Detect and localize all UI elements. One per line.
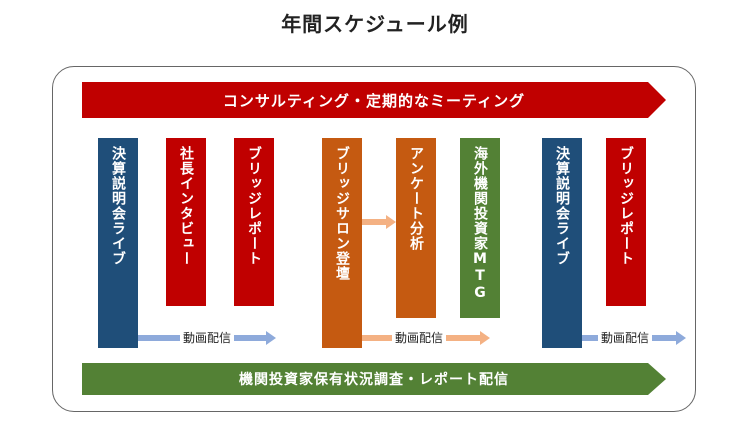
consulting-banner-label: コンサルティング・定期的なミーティング [222,91,526,110]
box-ceo-interview: 社長インタビュー [166,138,206,306]
salon-to-survey-arrow [362,215,396,229]
video-delivery-label-1: 動画配信 [180,331,235,345]
box-earnings-briefing-live-1: 決算説明会ライブ [98,138,138,348]
box-label: 社長インタビュー [178,146,194,266]
box-bridge-report-2: ブリッジレポート [606,138,646,306]
box-label: 決算説明会ライブ [110,146,126,266]
investor-survey-banner-label: 機関投資家保有状況調査・レポート配信 [239,372,509,388]
video-delivery-label-3: 動画配信 [598,331,653,345]
box-overseas-investor-mtg: 海外機関投資家MTG [460,138,500,318]
box-label: ブリッジサロン登壇 [334,146,350,281]
box-label: ブリッジレポート [246,146,262,266]
page-title: 年間スケジュール例 [281,12,469,36]
investor-survey-banner: 機関投資家保有状況調査・レポート配信 [82,363,666,395]
box-label: アンケート分析 [408,146,424,251]
box-survey-analysis: アンケート分析 [396,138,436,318]
box-label: 海外機関投資家MTG [472,146,488,302]
box-bridge-report-1: ブリッジレポート [234,138,274,306]
consulting-banner: コンサルティング・定期的なミーティング [82,82,666,118]
video-delivery-label-2: 動画配信 [392,331,447,345]
schedule-frame [52,66,696,412]
box-label: 決算説明会ライブ [554,146,570,266]
box-earnings-briefing-live-2: 決算説明会ライブ [542,138,582,348]
box-label: ブリッジレポート [618,146,634,266]
box-bridge-salon: ブリッジサロン登壇 [322,138,362,348]
